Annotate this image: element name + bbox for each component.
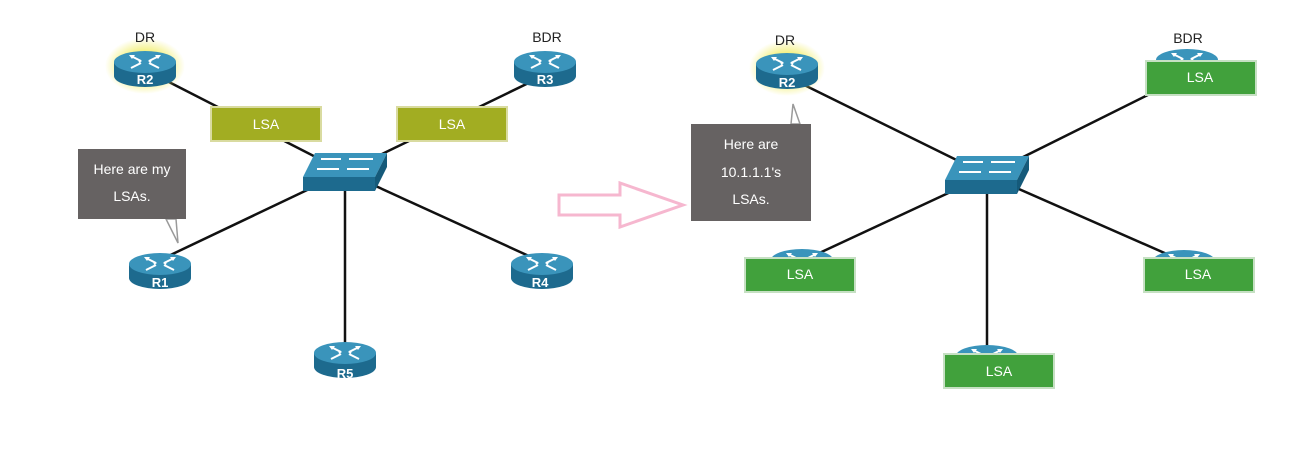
router-label: R4: [532, 275, 549, 290]
lsa-box: LSA: [744, 257, 856, 293]
lsa-box: LSA: [1145, 60, 1257, 96]
router-label: R1: [152, 275, 169, 290]
link-r4-switch: [344, 170, 543, 264]
callout-line-2: LSAs.: [113, 188, 150, 204]
router-r3: R3 BDR: [513, 29, 577, 88]
callout-line-1: Here are my: [93, 161, 170, 177]
lsa-box: LSA: [210, 106, 322, 142]
link-r2-switch: [789, 76, 988, 177]
callout-right: Here are 10.1.1.1's LSAs.: [691, 103, 811, 221]
callout-line-1: Here are: [724, 136, 779, 152]
lsa-box: LSA: [943, 353, 1055, 389]
lsa-label: LSA: [439, 116, 466, 132]
right-links: [789, 76, 1186, 355]
callout-line-2: 10.1.1.1's: [721, 164, 781, 180]
router-r5: R5: [313, 341, 377, 381]
router-r2: R2 DR: [105, 29, 185, 94]
router-r3: BDR: [1155, 30, 1219, 86]
transition-arrow-icon: [557, 180, 688, 230]
lsa-box: LSA: [1143, 257, 1255, 293]
left-panel: R2 DR R3 BDR R1 R4 R5 LSA: [78, 29, 577, 381]
switch-icon: [944, 155, 1030, 195]
callout-line-3: LSAs.: [732, 191, 769, 207]
lsa-label: LSA: [1185, 266, 1212, 282]
router-label: R3: [537, 72, 554, 87]
callout-left: Here are my LSAs.: [78, 149, 186, 244]
switch-icon: [302, 152, 388, 192]
lsa-label: LSA: [1187, 69, 1214, 85]
router-label: R2: [779, 75, 796, 90]
role-label-dr: DR: [135, 29, 155, 45]
role-label-bdr: BDR: [532, 29, 562, 45]
lsa-label: LSA: [253, 116, 280, 132]
lsa-label: LSA: [787, 266, 814, 282]
role-label-bdr: BDR: [1173, 30, 1203, 46]
role-label-dr: DR: [775, 32, 795, 48]
lsa-box: LSA: [396, 106, 508, 142]
router-r2: R2 DR: [749, 32, 825, 96]
router-label: R5: [337, 366, 354, 381]
lsa-label: LSA: [986, 363, 1013, 379]
router-r4: R4: [510, 252, 574, 290]
right-panel: R2 DR BDR LSA LSA LSA LSA: [691, 30, 1257, 389]
router-r1: R1: [128, 252, 192, 290]
link-r4-switch: [986, 173, 1186, 264]
router-label: R2: [137, 72, 154, 87]
